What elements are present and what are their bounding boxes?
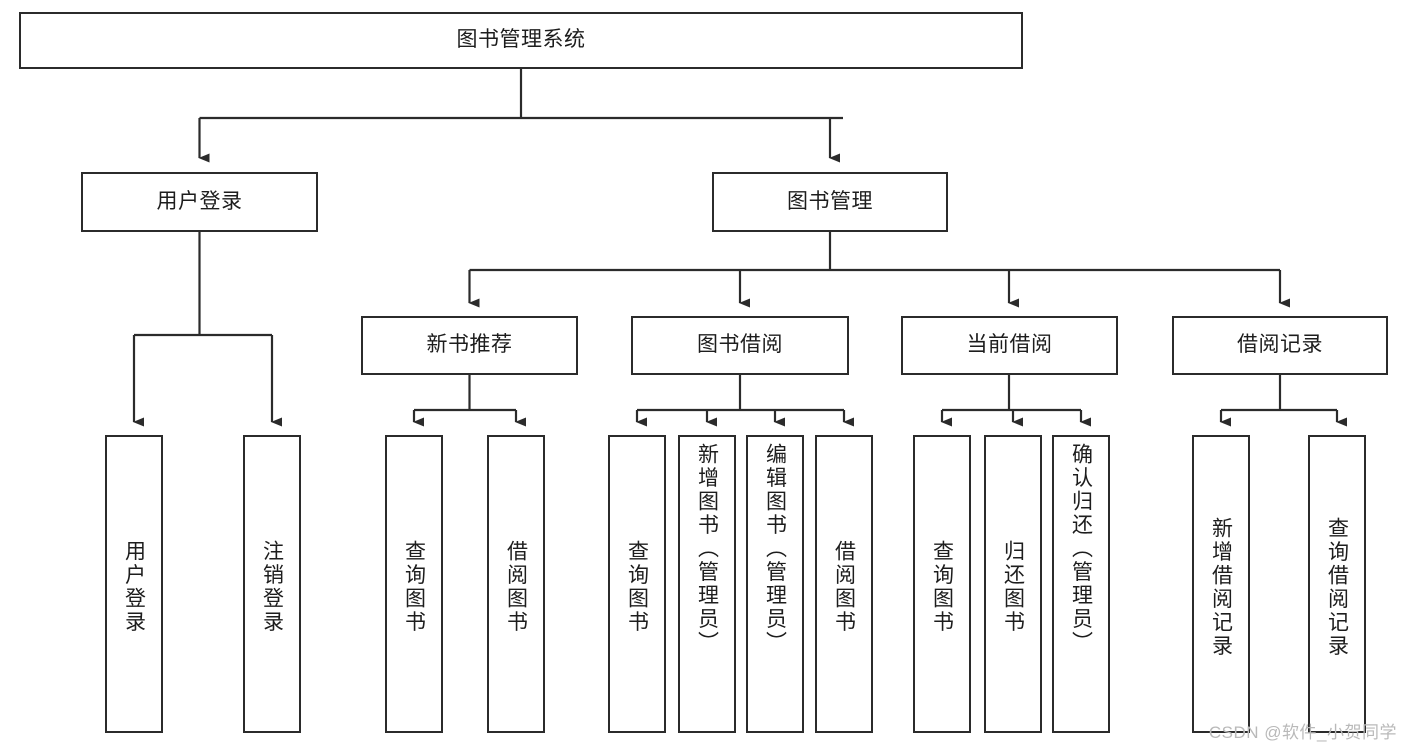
node-leaf-edit-book[interactable]: 编辑图书（管理员）	[746, 435, 804, 733]
node-label: 确认归还（管理员）	[1069, 443, 1093, 655]
node-leaf-add-book[interactable]: 新增图书（管理员）	[678, 435, 736, 733]
node-leaf-return-book[interactable]: 归还图书	[984, 435, 1042, 733]
node-leaf-query-record[interactable]: 查询借阅记录	[1308, 435, 1366, 733]
node-leaf-query-book-3[interactable]: 查询图书	[913, 435, 971, 733]
node-label: 用户登录	[122, 540, 146, 634]
node-leaf-borrow-book-1[interactable]: 借阅图书	[487, 435, 545, 733]
node-label: 借阅图书	[504, 540, 528, 634]
node-book-management[interactable]: 图书管理	[712, 172, 948, 232]
node-book-borrow[interactable]: 图书借阅	[631, 316, 849, 375]
node-borrow-record[interactable]: 借阅记录	[1172, 316, 1388, 375]
node-leaf-user-login[interactable]: 用户登录	[105, 435, 163, 733]
node-label: 图书借阅	[697, 333, 783, 357]
node-leaf-user-logout[interactable]: 注销登录	[243, 435, 301, 733]
node-label: 用户登录	[156, 189, 243, 213]
node-label: 查询图书	[930, 540, 954, 634]
node-new-book-recommend[interactable]: 新书推荐	[361, 316, 578, 375]
node-leaf-confirm-return[interactable]: 确认归还（管理员）	[1052, 435, 1110, 733]
node-label: 借阅记录	[1237, 333, 1323, 357]
node-label: 当前借阅	[966, 333, 1053, 357]
node-label: 编辑图书（管理员）	[763, 443, 787, 655]
node-label: 图书管理	[787, 189, 873, 213]
node-label: 图书管理系统	[456, 28, 586, 52]
node-user-login[interactable]: 用户登录	[81, 172, 318, 232]
node-leaf-query-book-1[interactable]: 查询图书	[385, 435, 443, 733]
node-label: 注销登录	[260, 540, 284, 634]
node-leaf-query-book-2[interactable]: 查询图书	[608, 435, 666, 733]
node-label: 新书推荐	[426, 333, 513, 357]
node-label: 查询图书	[402, 540, 426, 634]
node-root-system[interactable]: 图书管理系统	[19, 12, 1023, 69]
node-label: 查询图书	[625, 540, 649, 634]
node-label: 新增借阅记录	[1209, 516, 1233, 658]
node-label: 查询借阅记录	[1325, 516, 1349, 658]
node-label: 借阅图书	[832, 540, 856, 634]
node-current-borrow[interactable]: 当前借阅	[901, 316, 1118, 375]
node-leaf-borrow-book-2[interactable]: 借阅图书	[815, 435, 873, 733]
node-leaf-add-record[interactable]: 新增借阅记录	[1192, 435, 1250, 733]
node-label: 归还图书	[1001, 540, 1025, 634]
node-label: 新增图书（管理员）	[695, 443, 719, 655]
